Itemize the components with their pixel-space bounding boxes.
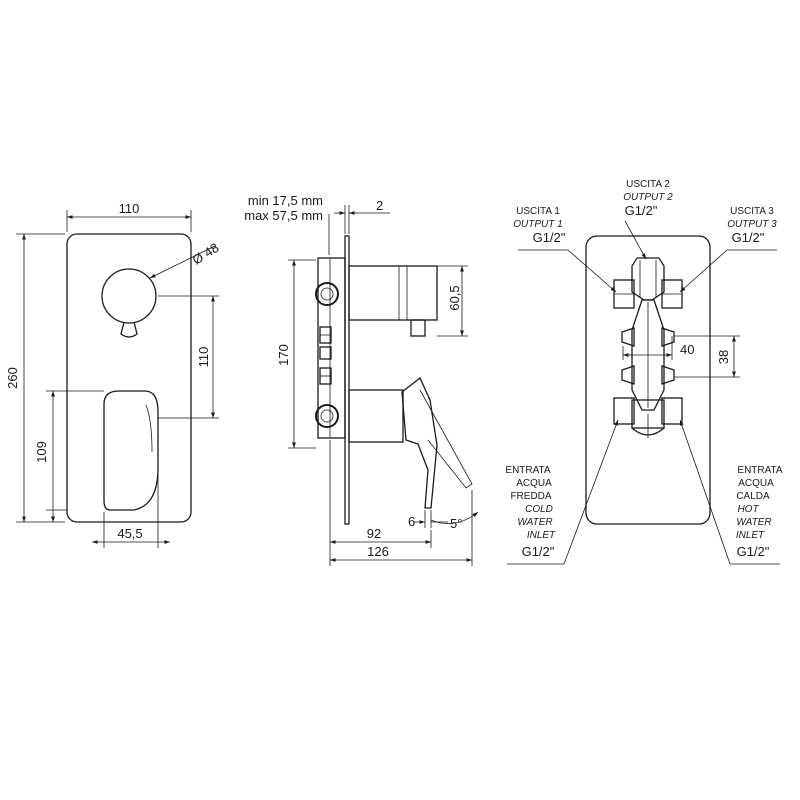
output3-thread: G1/2" [732,230,765,245]
front-plate [66,233,192,523]
lever-swing-outline [419,389,473,489]
dim-depth-min: min 17,5 mm [248,193,323,208]
central-column [631,299,665,411]
output1-thread: G1/2" [533,230,566,245]
dim-lever-width: 45,5 [117,526,142,541]
dim-lever-offset: 6 [408,514,415,529]
front-view: 110 260 Ø 48 110 109 45,5 [5,201,221,548]
svg-text:ENTRATA: ENTRATA [737,465,783,476]
rear-view: 40 38 USCITA 1 OUTPUT 1 G1/2" USCITA 2 O… [505,179,783,565]
svg-text:G1/2": G1/2" [522,544,555,559]
dim-knob-spacing: 110 [196,347,211,368]
svg-text:HOT: HOT [737,504,759,515]
lever-inner-edge [145,404,153,453]
svg-text:CALDA: CALDA [736,491,770,502]
dim-knob-diameter: Ø 48 [190,240,222,268]
output1-en: OUTPUT 1 [513,219,562,230]
dim-height: 260 [5,367,20,389]
side-port-right-upper [661,327,675,347]
cold-inlet-port [613,397,635,425]
svg-text:ENTRATA: ENTRATA [505,465,551,476]
bottom-port [315,404,339,428]
side-port-left-upper [621,327,635,347]
output2-it: USCITA 2 [626,179,670,190]
dim-body-depth: 92 [367,526,381,541]
dim-lever-angle: 5° [450,516,462,531]
side-view: min 17,5 mm max 57,5 mm 2 60,5 170 6 5° [244,193,479,566]
diverter-block [631,257,665,301]
svg-text:ACQUA: ACQUA [738,478,774,489]
svg-text:INLET: INLET [736,530,765,541]
dim-width: 110 [119,201,140,216]
output2-thread: G1/2" [625,203,658,218]
hot-inlet-label: ENTRATA ACQUA CALDA HOT WATER INLET G1/2… [736,465,783,559]
diverter-knob [101,268,157,324]
svg-text:ACQUA: ACQUA [516,478,552,489]
svg-text:G1/2": G1/2" [737,544,770,559]
dim-angle-arc [430,511,479,524]
knob-pointer [120,321,138,338]
svg-text:WATER: WATER [736,517,771,528]
svg-text:INLET: INLET [527,530,556,541]
output3-it: USCITA 3 [730,206,774,217]
dim-cartridge-height: 60,5 [447,285,462,310]
housing-body [317,257,346,439]
output1-it: USCITA 1 [516,206,560,217]
knob-diameter-leader [149,245,216,279]
bottom-cartridge [348,389,404,443]
side-port-left-lower [621,365,635,385]
cold-inlet-label: ENTRATA ACQUA FREDDA COLD WATER INLET G1… [505,465,556,559]
dim-lever-height: 109 [34,441,49,463]
mixer-lever [103,390,159,511]
dim-port-spacing: 40 [680,342,694,357]
dim-body-height: 170 [276,344,291,366]
side-port-2 [319,346,332,360]
dim-total-depth: 126 [367,544,389,559]
svg-text:WATER: WATER [517,517,552,528]
top-cartridge [348,265,438,321]
svg-text:FREDDA: FREDDA [510,491,551,502]
rear-plate [585,235,711,525]
side-lever [401,376,438,509]
dim-depth-max: max 57,5 mm [244,208,323,223]
output2-leader [624,220,647,260]
top-knob-stem [410,319,426,337]
hot-inlet-port [661,397,683,425]
dim-plate-thickness: 2 [376,198,383,213]
output2-en: OUTPUT 2 [623,192,673,203]
top-port [315,282,339,306]
dim-port-height: 38 [716,350,731,364]
output3-en: OUTPUT 3 [727,219,777,230]
svg-text:COLD: COLD [525,504,553,515]
